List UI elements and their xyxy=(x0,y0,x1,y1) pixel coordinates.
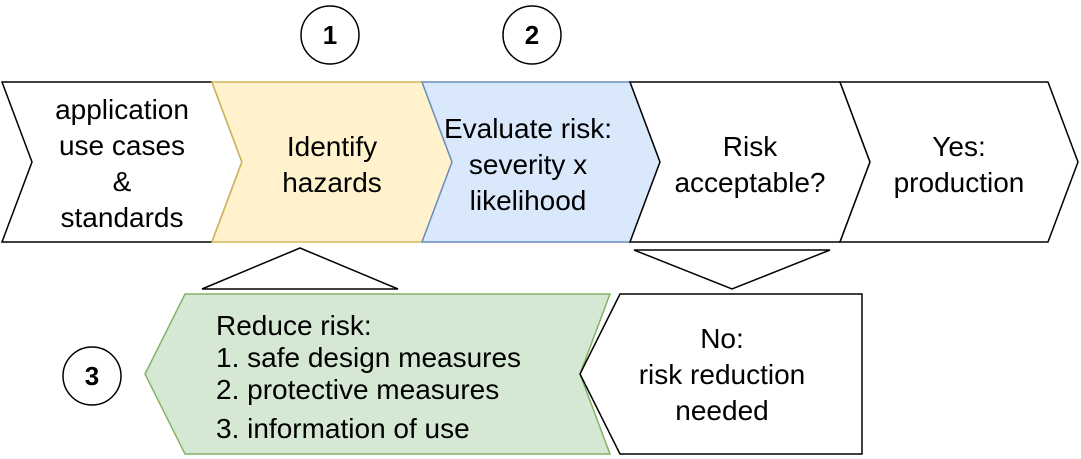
up-triangle-to-identify xyxy=(201,247,399,290)
label-line: Identify xyxy=(287,131,377,162)
label-line: use cases xyxy=(59,130,185,161)
label-line: acceptable? xyxy=(674,167,825,198)
step-application-label: application use cases & standards xyxy=(55,94,189,233)
label-line: Risk xyxy=(723,131,778,162)
marker-1-label: 1 xyxy=(323,20,337,50)
step-acceptable-label: Risk acceptable? xyxy=(674,131,825,198)
step-reduction-needed-shape xyxy=(579,293,863,455)
label-line: 3. information of use xyxy=(216,413,470,444)
step-production-shape xyxy=(838,81,1079,243)
down-triangle-to-no xyxy=(633,249,831,290)
label-line: 1. safe design measures xyxy=(216,342,521,373)
label-line: hazards xyxy=(282,167,382,198)
step-acceptable-shape xyxy=(628,81,871,243)
step-evaluate-label: Evaluate risk: severity x likelihood xyxy=(444,113,612,216)
step-identify-label: Identify hazards xyxy=(282,131,382,198)
marker-2-label: 2 xyxy=(525,20,539,50)
marker-1: 1 xyxy=(300,5,360,65)
step-identify-shape xyxy=(210,81,453,243)
label-line: needed xyxy=(675,395,768,426)
marker-3-label: 3 xyxy=(85,361,99,391)
label-line: severity x xyxy=(469,149,587,180)
label-line: application xyxy=(55,94,189,125)
label-line: Evaluate risk: xyxy=(444,113,612,144)
step-reduce-label: Reduce risk: 1. safe design measures 2. … xyxy=(216,310,521,444)
label-line: risk reduction xyxy=(639,359,806,390)
marker-2: 2 xyxy=(502,5,562,65)
label-line: production xyxy=(894,167,1025,198)
label-line: Reduce risk: xyxy=(216,310,372,341)
step-production-label: Yes: production xyxy=(894,131,1025,198)
label-line: standards xyxy=(61,202,184,233)
label-line: No: xyxy=(700,323,744,354)
marker-3: 3 xyxy=(62,346,122,406)
label-line: Yes: xyxy=(932,131,985,162)
label-line: 2. protective measures xyxy=(216,374,499,405)
step-reduce-shape xyxy=(144,293,612,455)
step-reduction-needed-label: No: risk reduction needed xyxy=(639,323,806,426)
label-line: & xyxy=(113,166,132,197)
label-line: likelihood xyxy=(470,185,587,216)
